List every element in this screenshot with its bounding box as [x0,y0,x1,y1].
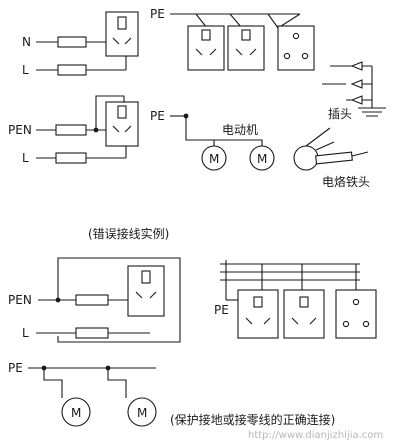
top-left-circuit: N L [22,11,139,77]
motor-3 [61,397,91,427]
label-pe-mid: PE [150,109,165,123]
motor-4 [127,397,157,427]
label-pe-bottom: PE [214,303,229,317]
wrong-example-title: (错误接线实例) [88,226,169,241]
label-l-bottom: L [22,326,29,340]
top-right-pe-sockets: PE [150,7,315,71]
label-pen-bottom: PEN [8,293,32,307]
motor-2 [249,145,275,171]
fuse-pen-mid [55,124,87,136]
label-n: N [22,35,31,49]
iron-handle [315,151,353,165]
bottom-right-pe-sockets: PE [214,260,377,339]
soldering-iron: 电烙铁头 [293,127,370,189]
motor-2-symbol: M [257,152,267,166]
watermark-url: http://www.dianjizhijia.com [248,430,383,441]
motor-4-symbol: M [137,406,147,420]
socket-top-3 [277,25,315,71]
fuse-l-bottom [75,327,109,339]
bottom-motors: PE M M [8,361,157,427]
label-motor: 电动机 [222,123,258,137]
socket-bottom-3 [335,289,377,339]
caption: (保护接地或接零线的正确连接) [170,412,335,427]
socket-top-2 [227,25,265,71]
bottom-left-circuit: PEN L [8,257,181,343]
label-l-top: L [22,63,29,77]
label-plug: 插头 [328,107,352,121]
label-l-mid: L [22,151,29,165]
iron-bulb [293,145,319,171]
fuse-l-mid [55,152,87,164]
middle-motors: PE M M 电动机 [150,109,275,171]
fuse-n [57,36,87,48]
motor-3-symbol: M [71,406,81,420]
label-iron: 电烙铁头 [322,174,370,189]
label-pe-motors: PE [8,361,23,375]
motor-1 [201,145,227,171]
motor-1-symbol: M [209,152,219,166]
fuse-l-top [57,64,87,76]
middle-left-circuit: PEN L [8,95,139,165]
plug-symbol: 插头 [322,61,386,121]
label-pe-top: PE [150,7,165,21]
fuse-pen-bottom [75,294,109,306]
label-pen-mid: PEN [8,123,32,137]
